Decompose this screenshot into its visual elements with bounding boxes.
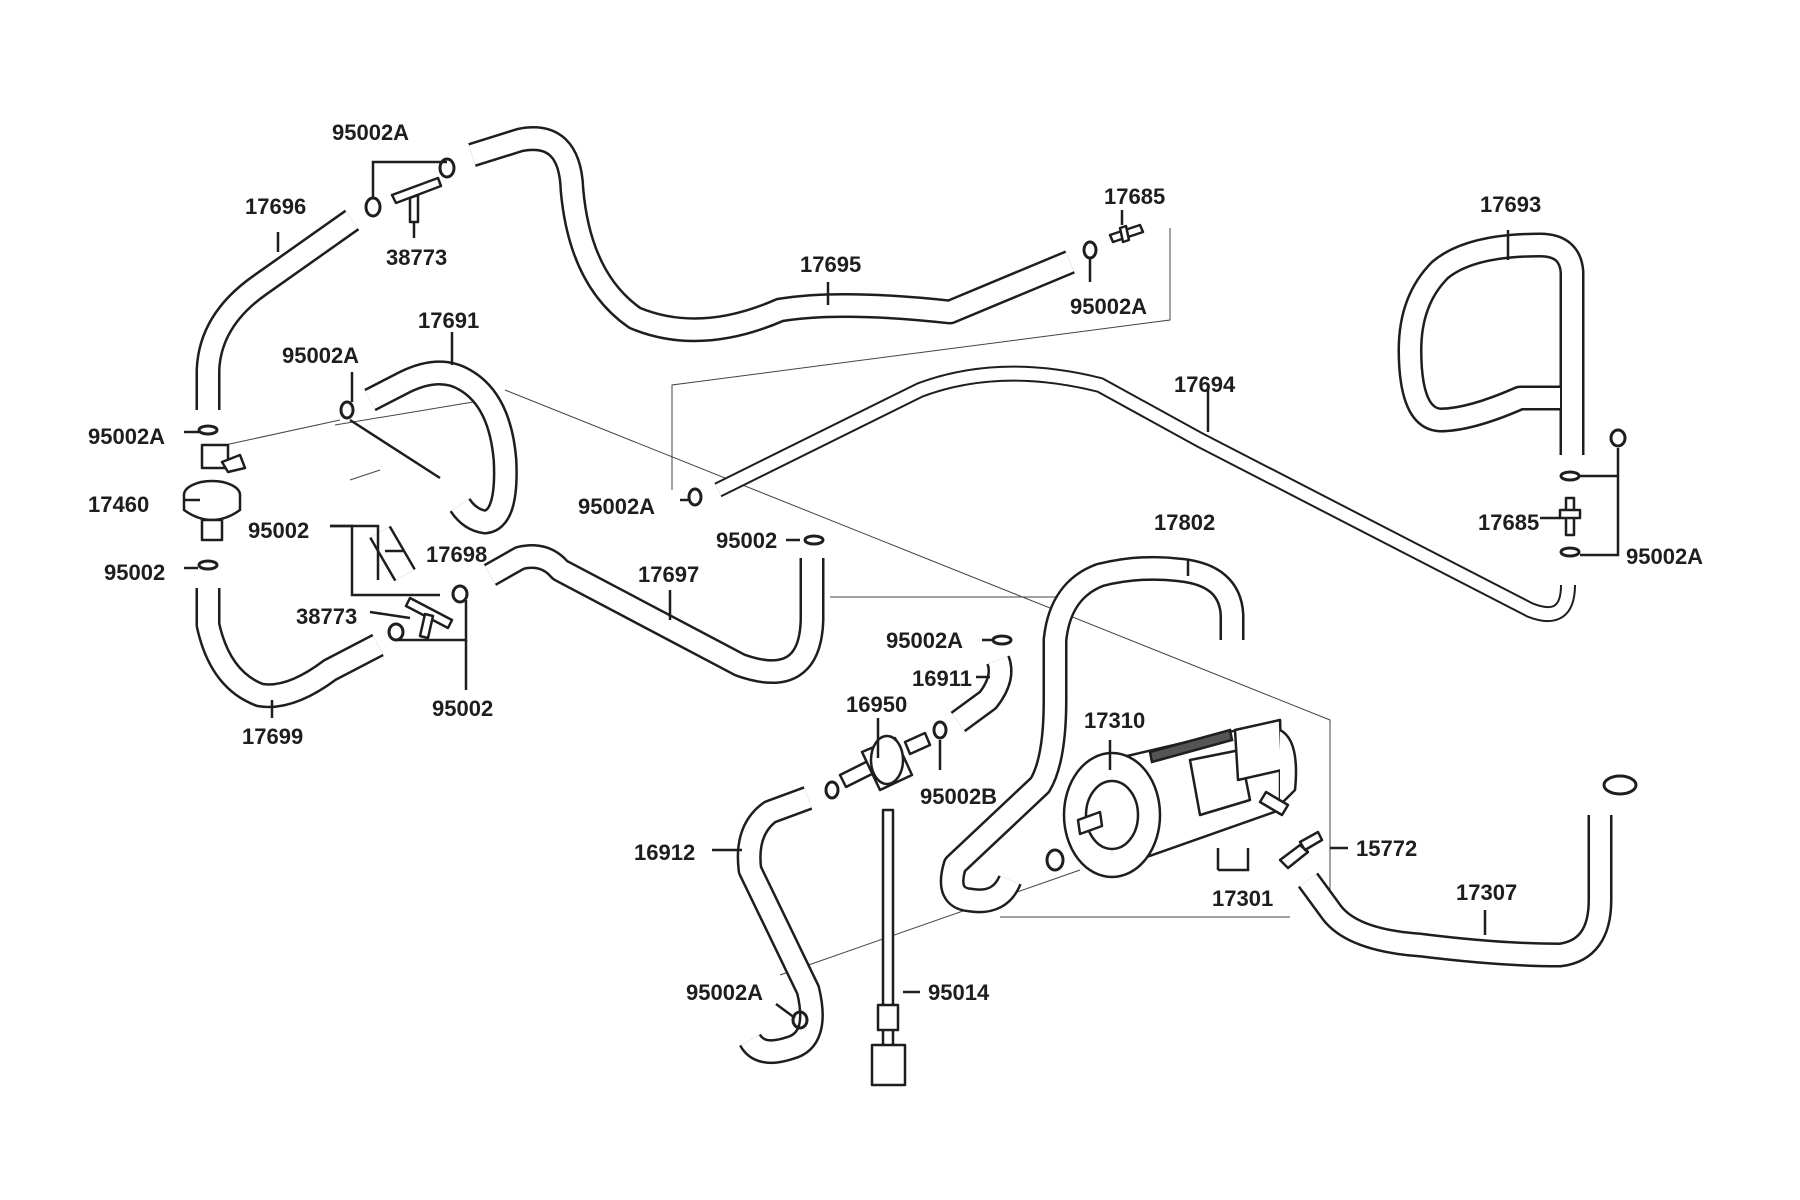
label-17696: 17696 [245,194,306,219]
label-17693: 17693 [1480,192,1541,217]
clamp-95002-bottom-a [387,622,405,642]
label-16950: 16950 [846,692,907,717]
clamp-95002a-top-left [364,196,382,218]
charcoal-canister-17310 [1062,718,1298,879]
label-95002-leftmid: 95002 [248,518,309,543]
label-95002a-center: 95002A [578,494,655,519]
fitting-17685-top [1108,223,1145,244]
label-95002a-right: 95002A [1626,544,1703,569]
hose-16912 [736,786,824,1065]
clamp-17307 [1602,774,1638,796]
clamp-95002a-right-b [1559,470,1581,482]
label-17307: 17307 [1456,880,1517,905]
clamp-95002b [932,720,948,740]
label-95002-center: 95002 [716,528,777,553]
label-95002a-mid: 95002A [282,343,359,368]
clamp-95002-left [197,559,219,571]
label-17698: 17698 [426,542,487,567]
hose-17693 [1397,232,1585,455]
clamp-95002a-16911 [991,634,1013,646]
hose-17694 [714,365,1576,622]
fitting-17685-right [1558,496,1582,537]
label-95002-left: 95002 [104,560,165,585]
label-38773-bottom: 38773 [296,604,357,629]
clamp-95002a-right-c [1559,546,1581,558]
hose-17698 [369,525,416,582]
clamp-95002a-right-a [1609,428,1627,448]
label-17697: 17697 [638,562,699,587]
label-95002-bottom: 95002 [432,696,493,721]
label-95002a-16911: 95002A [886,628,963,653]
hose-17691 [364,360,518,535]
hose-17802 [939,555,1245,914]
fuel-filter-16950 [838,731,932,792]
clamp-95002-center [803,534,825,546]
cable-tie-95014 [870,808,907,1087]
clamp-95002a-top-right [438,157,456,179]
clamp-95002a-bottom [791,1010,809,1030]
clamp-95002-bottom-b [451,584,469,604]
tee-fitting-38773-top [390,176,443,224]
label-95002b: 95002B [920,784,997,809]
guide-lines [224,228,1331,976]
check-valve-15772 [1278,830,1324,870]
label-15772: 15772 [1356,836,1417,861]
label-95002a-bottom: 95002A [686,980,763,1005]
label-95002a-left: 95002A [88,424,165,449]
hose-17696 [195,209,360,410]
label-17694: 17694 [1174,372,1236,397]
label-17460: 17460 [88,492,149,517]
clamp-95002a-left [197,424,219,436]
clamp-17802 [1045,848,1065,872]
part-number-labels: 95002A 17696 38773 17695 17685 95002A 17… [88,120,1703,1005]
label-17802: 17802 [1154,510,1215,535]
label-95002a-topright: 95002A [1070,294,1147,319]
label-17301: 17301 [1212,886,1273,911]
label-17310: 17310 [1084,708,1145,733]
label-95014: 95014 [928,980,990,1005]
hose-17697 [483,544,825,685]
label-17699: 17699 [242,724,303,749]
clamp-16950-left [824,780,840,800]
clamp-95002a-17695 [1082,240,1098,260]
clamp-95002a-17691 [339,400,355,420]
label-17685-right: 17685 [1478,510,1539,535]
tee-fitting-38773-bottom [404,596,454,640]
label-17695: 17695 [800,252,861,277]
hose-17695 [468,126,1075,343]
check-valve-17460 [182,443,247,542]
label-95002a-top: 95002A [332,120,409,145]
label-17691: 17691 [418,308,479,333]
hose-17699 [195,588,384,709]
label-16911: 16911 [912,666,972,691]
hose-17307 [1297,815,1613,968]
hose-16911 [950,655,1013,733]
leader-lines [184,160,1620,1020]
label-38773-top: 38773 [386,245,447,270]
label-17685-top: 17685 [1104,184,1165,209]
label-16912: 16912 [634,840,695,865]
clamp-95002a-center [687,487,703,507]
